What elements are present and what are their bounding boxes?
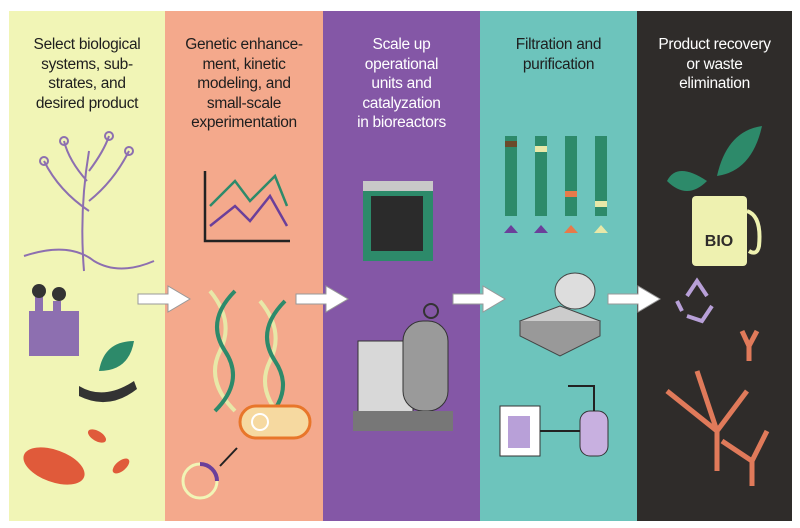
antibody-icon <box>665 329 770 486</box>
step-title: Select biological systems, sub- strates,… <box>33 36 141 112</box>
fungus-plant-icon <box>23 131 155 272</box>
chart-dna-plasmid-illustration <box>181 171 312 500</box>
columns-centrifuge-filter-illustration <box>499 136 609 457</box>
step-title: Genetic enhance- ment, kinetic modeling,… <box>185 36 303 131</box>
bio-label: BIO <box>705 233 733 250</box>
step-select-biological-systems: Select biological systems, sub- strates,… <box>9 11 165 521</box>
bioreactor-icon <box>353 303 453 431</box>
arrow-right-icon <box>137 285 191 313</box>
dna-helix-icon <box>208 289 287 423</box>
hand-leaf-icon <box>79 341 137 403</box>
arrow-right-icon <box>607 285 661 313</box>
step-filtration-purification: Filtration and purification <box>480 11 637 521</box>
filter-apparatus-icon <box>499 385 609 457</box>
recycle-icon <box>675 277 714 324</box>
oven-bioreactor-illustration <box>353 181 453 431</box>
step-scale-up-bioreactors: Scale up operational units and catalyzat… <box>323 11 480 521</box>
step-genetic-enhancement: Genetic enhance- ment, kinetic modeling,… <box>165 11 323 521</box>
step-product-recovery: Product recovery or waste elimination BI… <box>637 11 792 521</box>
step-title: Scale up operational units and catalyzat… <box>357 36 446 131</box>
plasmid-icon <box>181 404 312 500</box>
arrow-right-icon <box>452 285 506 313</box>
incubator-icon <box>363 181 433 261</box>
bacteria-icon <box>23 429 130 485</box>
leaves-icon <box>667 126 762 191</box>
plant-factory-bacteria-illustration <box>23 131 155 485</box>
line-chart-icon <box>203 171 290 243</box>
bio-fuel-pump-icon: BIO <box>692 196 762 266</box>
chromatography-columns-icon <box>504 136 608 233</box>
centrifuge-icon <box>518 272 602 357</box>
biofuel-recycle-antibody-illustration: BIO <box>665 126 770 486</box>
arrow-right-icon <box>295 285 349 313</box>
step-title: Product recovery or waste elimination <box>658 36 771 92</box>
step-title: Filtration and purification <box>515 36 602 73</box>
factory-icon <box>29 284 79 356</box>
